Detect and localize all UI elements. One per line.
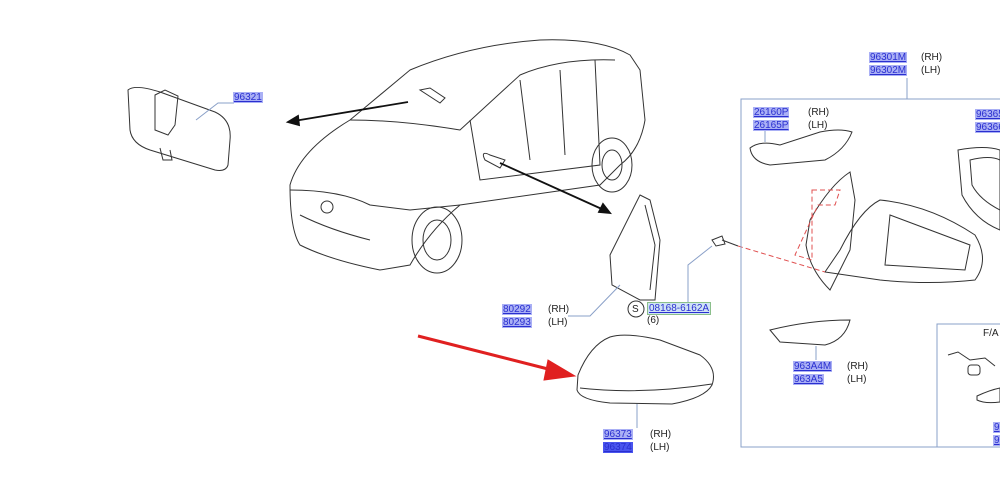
part-link-96366[interactable]: 96366 (975, 122, 1000, 133)
part-link-80292[interactable]: 80292 (502, 304, 532, 315)
side-lh: (LH) (548, 317, 568, 328)
part-link-963A4M[interactable]: 963A4M (793, 361, 833, 372)
side-rh: (RH) (921, 52, 943, 63)
screw-symbol: S (632, 304, 639, 315)
mirror-housing (824, 199, 983, 283)
side-lh: (LH) (808, 120, 828, 131)
part-link-963A5[interactable]: 963A5 (793, 374, 824, 385)
side-lh: (LH) (921, 65, 941, 76)
side-lh: (LH) (650, 442, 670, 453)
part-link-26165P[interactable]: 26165P (753, 120, 790, 131)
part-link-partial-1[interactable]: 9 (993, 422, 1000, 433)
turn-signal-lamp (749, 129, 853, 166)
part-link-96302M[interactable]: 96302M (869, 65, 908, 76)
part-link-96321[interactable]: 96321 (233, 92, 263, 103)
part-link-96373[interactable]: 96373 (603, 429, 633, 440)
side-rh: (RH) (808, 107, 830, 118)
car-illustration (289, 39, 646, 274)
door-trim-panel (609, 194, 661, 301)
screw-quantity: (6) (647, 315, 660, 326)
part-link-08168-6162A[interactable]: 08168-6162A (646, 302, 712, 315)
rear-view-mirror (127, 86, 231, 171)
part-link-96301M[interactable]: 96301M (869, 52, 908, 63)
part-link-80293[interactable]: 80293 (502, 317, 532, 328)
part-link-96365[interactable]: 96365 (975, 109, 1000, 120)
assembly-frame (740, 98, 1000, 448)
part-link-partial-2[interactable]: 9 (993, 435, 1000, 446)
mirror-glass (805, 171, 856, 291)
part-link-26160P[interactable]: 26160P (753, 107, 790, 118)
fa-frame (936, 323, 1000, 448)
part-link-96374[interactable]: 96374 (603, 442, 633, 453)
lower-cover (769, 319, 851, 346)
side-lh: (LH) (847, 374, 867, 385)
mirror-cover (576, 334, 714, 405)
highlight-arrow (417, 334, 577, 381)
side-rh: (RH) (548, 304, 570, 315)
fa-label: F/A (983, 328, 999, 339)
side-rh: (RH) (847, 361, 869, 372)
side-rh: (RH) (650, 429, 672, 440)
